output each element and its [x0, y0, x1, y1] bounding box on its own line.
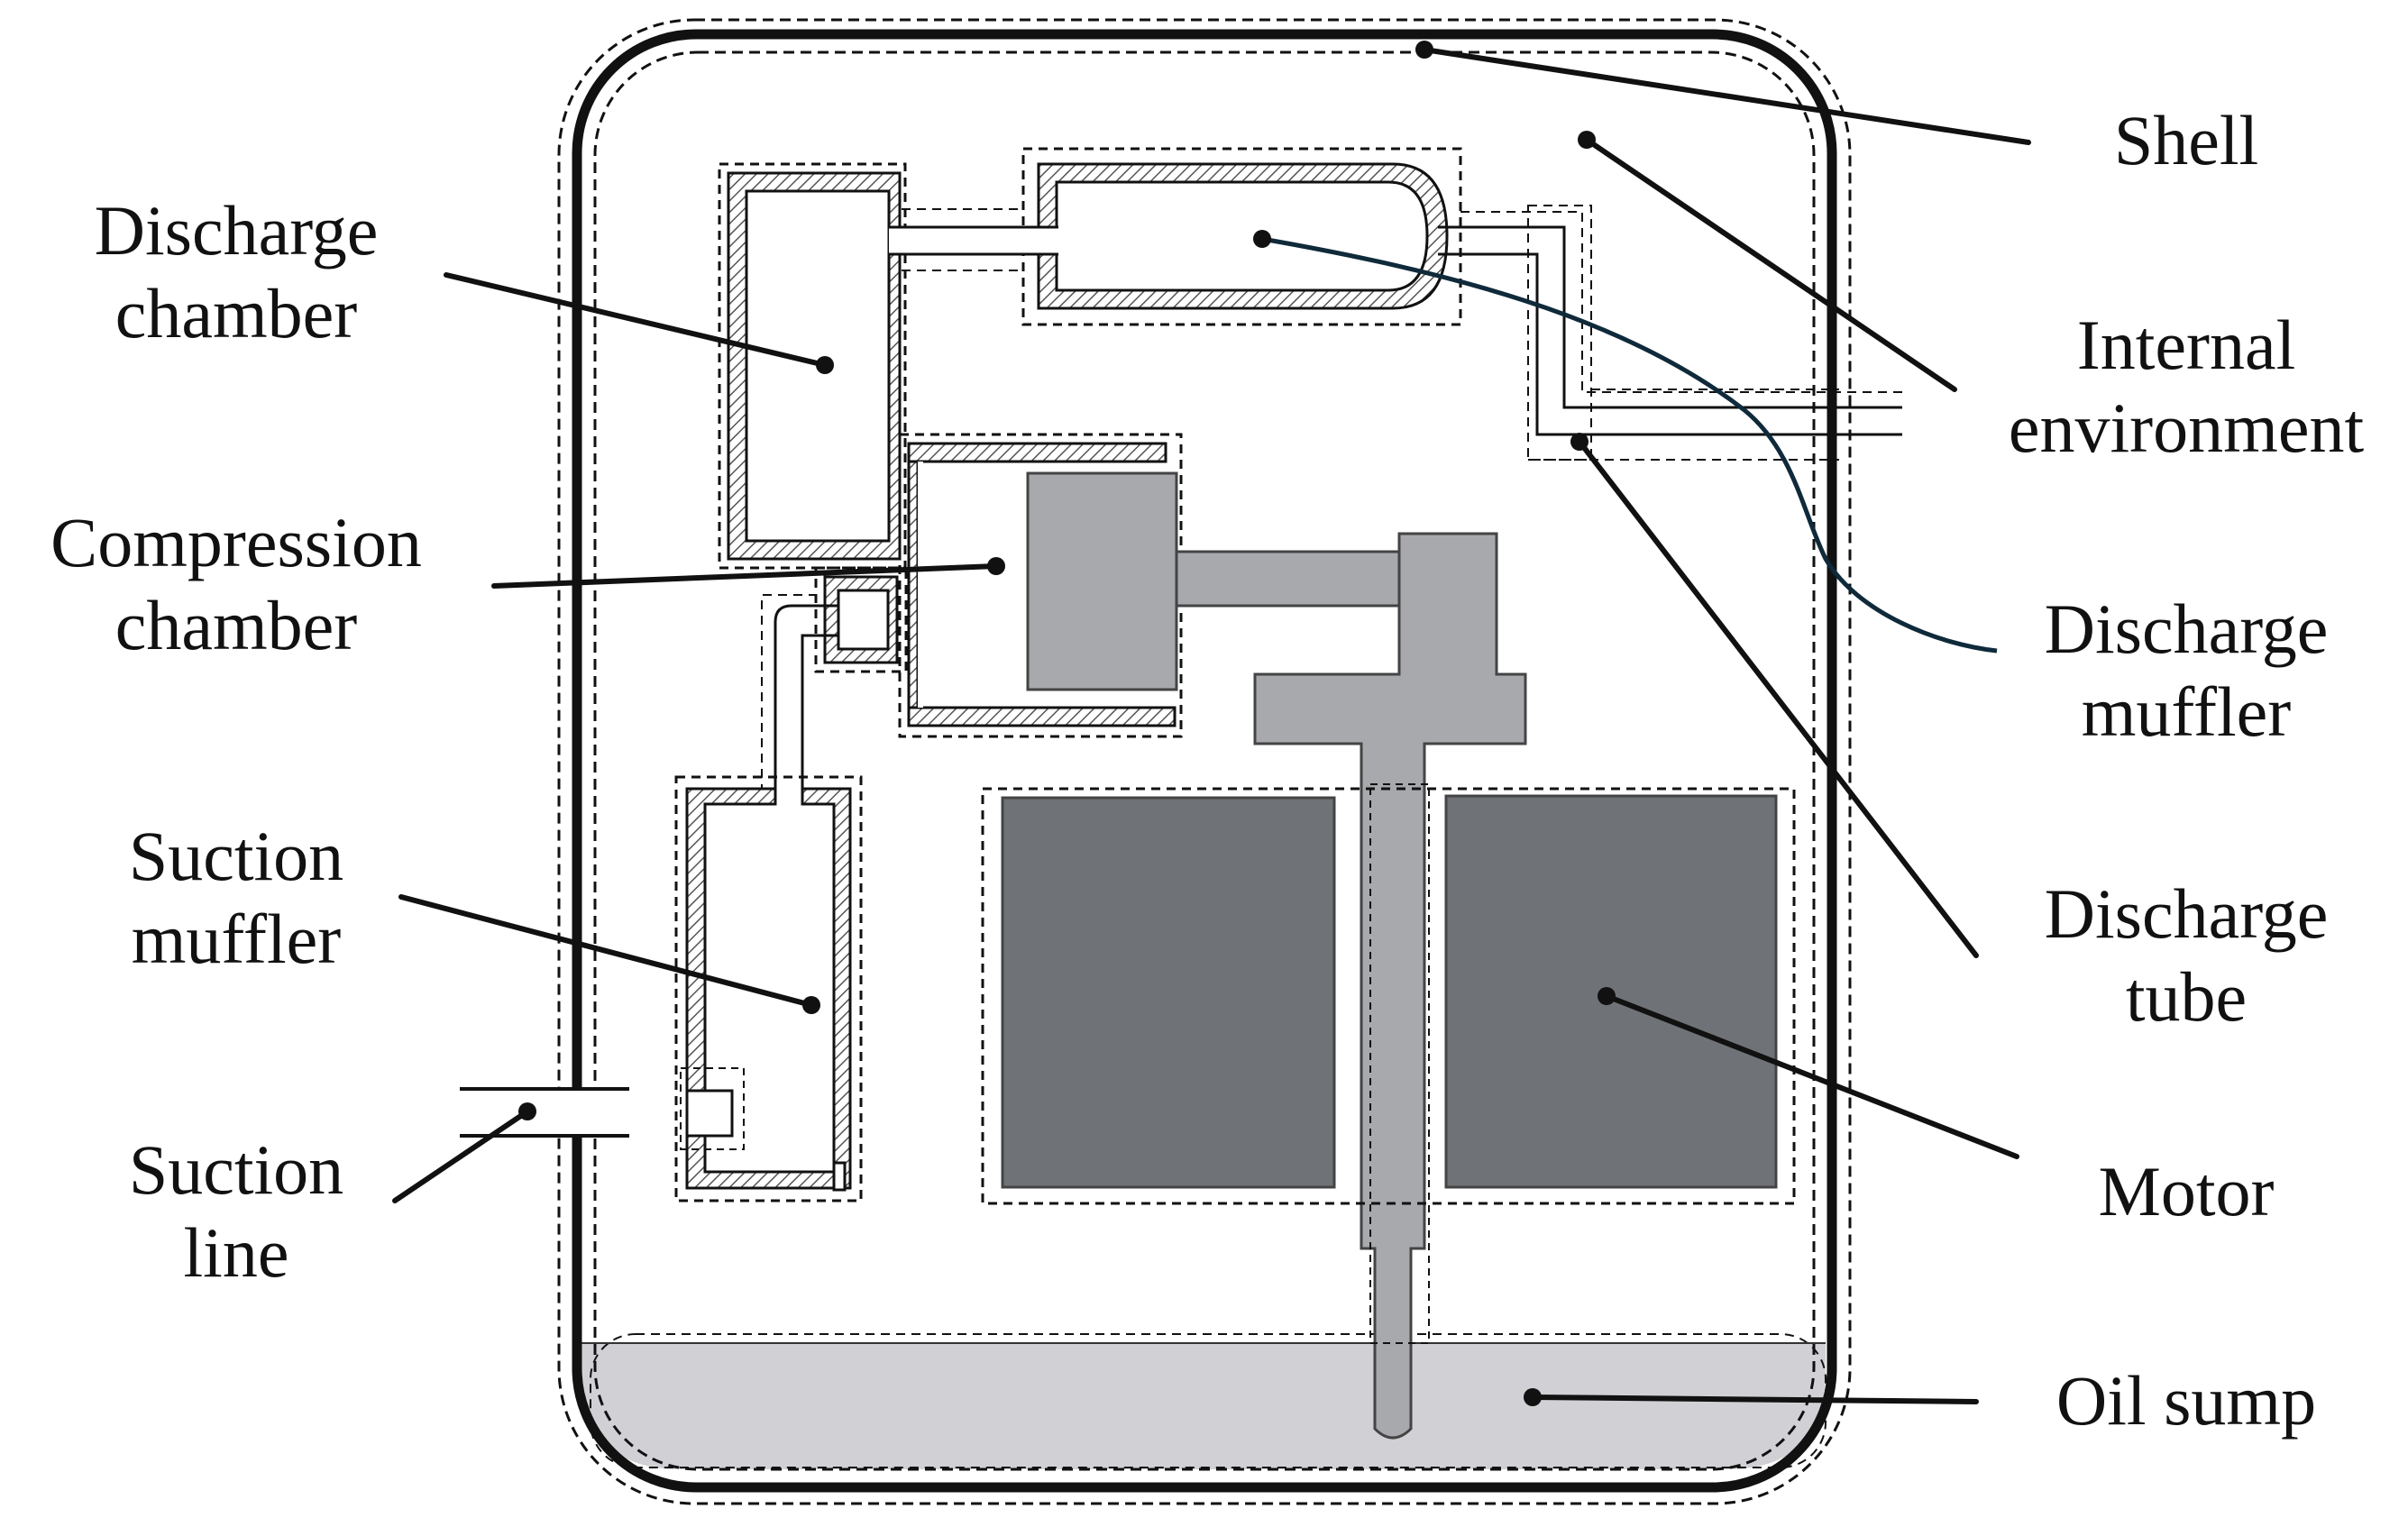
label-suction-muffler-line2: muffler	[131, 900, 342, 978]
leader-lines	[392, 41, 2031, 1406]
label-suction-line: Suction line	[129, 1129, 343, 1294]
label-suction-line-line2: line	[183, 1213, 289, 1292]
chamber-muffler-tube	[889, 208, 1060, 271]
label-suction-line-line1: Suction	[128, 1130, 344, 1209]
leader-motor	[1604, 993, 2019, 1159]
label-compression-chamber-line2: chamber	[114, 586, 358, 664]
anchor-suction-line	[518, 1102, 536, 1120]
anchor-discharge-chamber	[816, 356, 834, 374]
label-discharge-chamber: Discharge chamber	[95, 189, 379, 355]
label-discharge-chamber-line2: chamber	[114, 274, 358, 352]
motor	[981, 787, 1796, 1205]
label-discharge-tube-line2: tube	[2125, 957, 2248, 1036]
anchor-oil-sump	[1524, 1388, 1542, 1406]
anchor-discharge-muffler	[1253, 230, 1271, 248]
label-internal-environment-line1: Internal	[2076, 306, 2296, 384]
oil-sump	[581, 1333, 1827, 1469]
discharge-tube	[1438, 205, 1902, 461]
label-discharge-muffler-line2: muffler	[2081, 672, 2292, 751]
anchor-compression-chamber	[987, 557, 1005, 575]
anchor-motor	[1598, 987, 1616, 1005]
label-discharge-tube: Discharge tube	[2045, 873, 2329, 1038]
leader-suction-line	[392, 1109, 530, 1203]
label-discharge-tube-line1: Discharge	[2044, 874, 2329, 953]
anchor-discharge-tube	[1570, 433, 1589, 451]
leader-shell	[1422, 47, 2031, 145]
crank-mechanism	[1026, 471, 1527, 1440]
label-compression-chamber: Compression chamber	[50, 501, 422, 667]
leader-compression-chamber	[491, 563, 999, 589]
leader-oil-sump	[1530, 1394, 1979, 1404]
label-suction-muffler-line1: Suction	[128, 817, 344, 895]
leader-suction-muffler	[398, 894, 814, 1008]
suction-muffler	[674, 775, 863, 1202]
label-shell: Shell	[2114, 99, 2258, 182]
label-discharge-muffler: Discharge muffler	[2045, 588, 2329, 754]
leader-discharge-chamber	[444, 272, 828, 368]
valve-plate	[761, 566, 908, 793]
leader-discharge-tube	[1577, 439, 1979, 958]
anchor-internal-environment	[1578, 131, 1596, 149]
label-internal-environment-line2: environment	[2008, 389, 2365, 467]
label-discharge-chamber-line1: Discharge	[94, 191, 379, 270]
discharge-muffler	[1021, 147, 1462, 326]
label-internal-environment: Internal environment	[2009, 304, 2364, 470]
suction-line-pipe	[460, 1087, 631, 1138]
leader-internal-environment	[1584, 137, 1957, 392]
label-oil-sump: Oil sump	[2056, 1359, 2316, 1442]
label-motor-line1: Motor	[2098, 1152, 2275, 1230]
label-suction-muffler: Suction muffler	[129, 815, 343, 981]
anchor-shell	[1415, 41, 1433, 59]
label-oil-sump-line1: Oil sump	[2055, 1361, 2317, 1440]
anchor-suction-muffler	[802, 996, 820, 1014]
shell	[557, 18, 1852, 1505]
label-motor: Motor	[2099, 1150, 2275, 1233]
label-compression-chamber-line1: Compression	[50, 503, 422, 581]
compression-chamber	[898, 433, 1183, 738]
discharge-chamber	[718, 162, 907, 570]
label-discharge-muffler-line1: Discharge	[2044, 590, 2329, 668]
discharge-tube-line	[1261, 236, 1998, 654]
label-shell-line1: Shell	[2113, 101, 2259, 179]
